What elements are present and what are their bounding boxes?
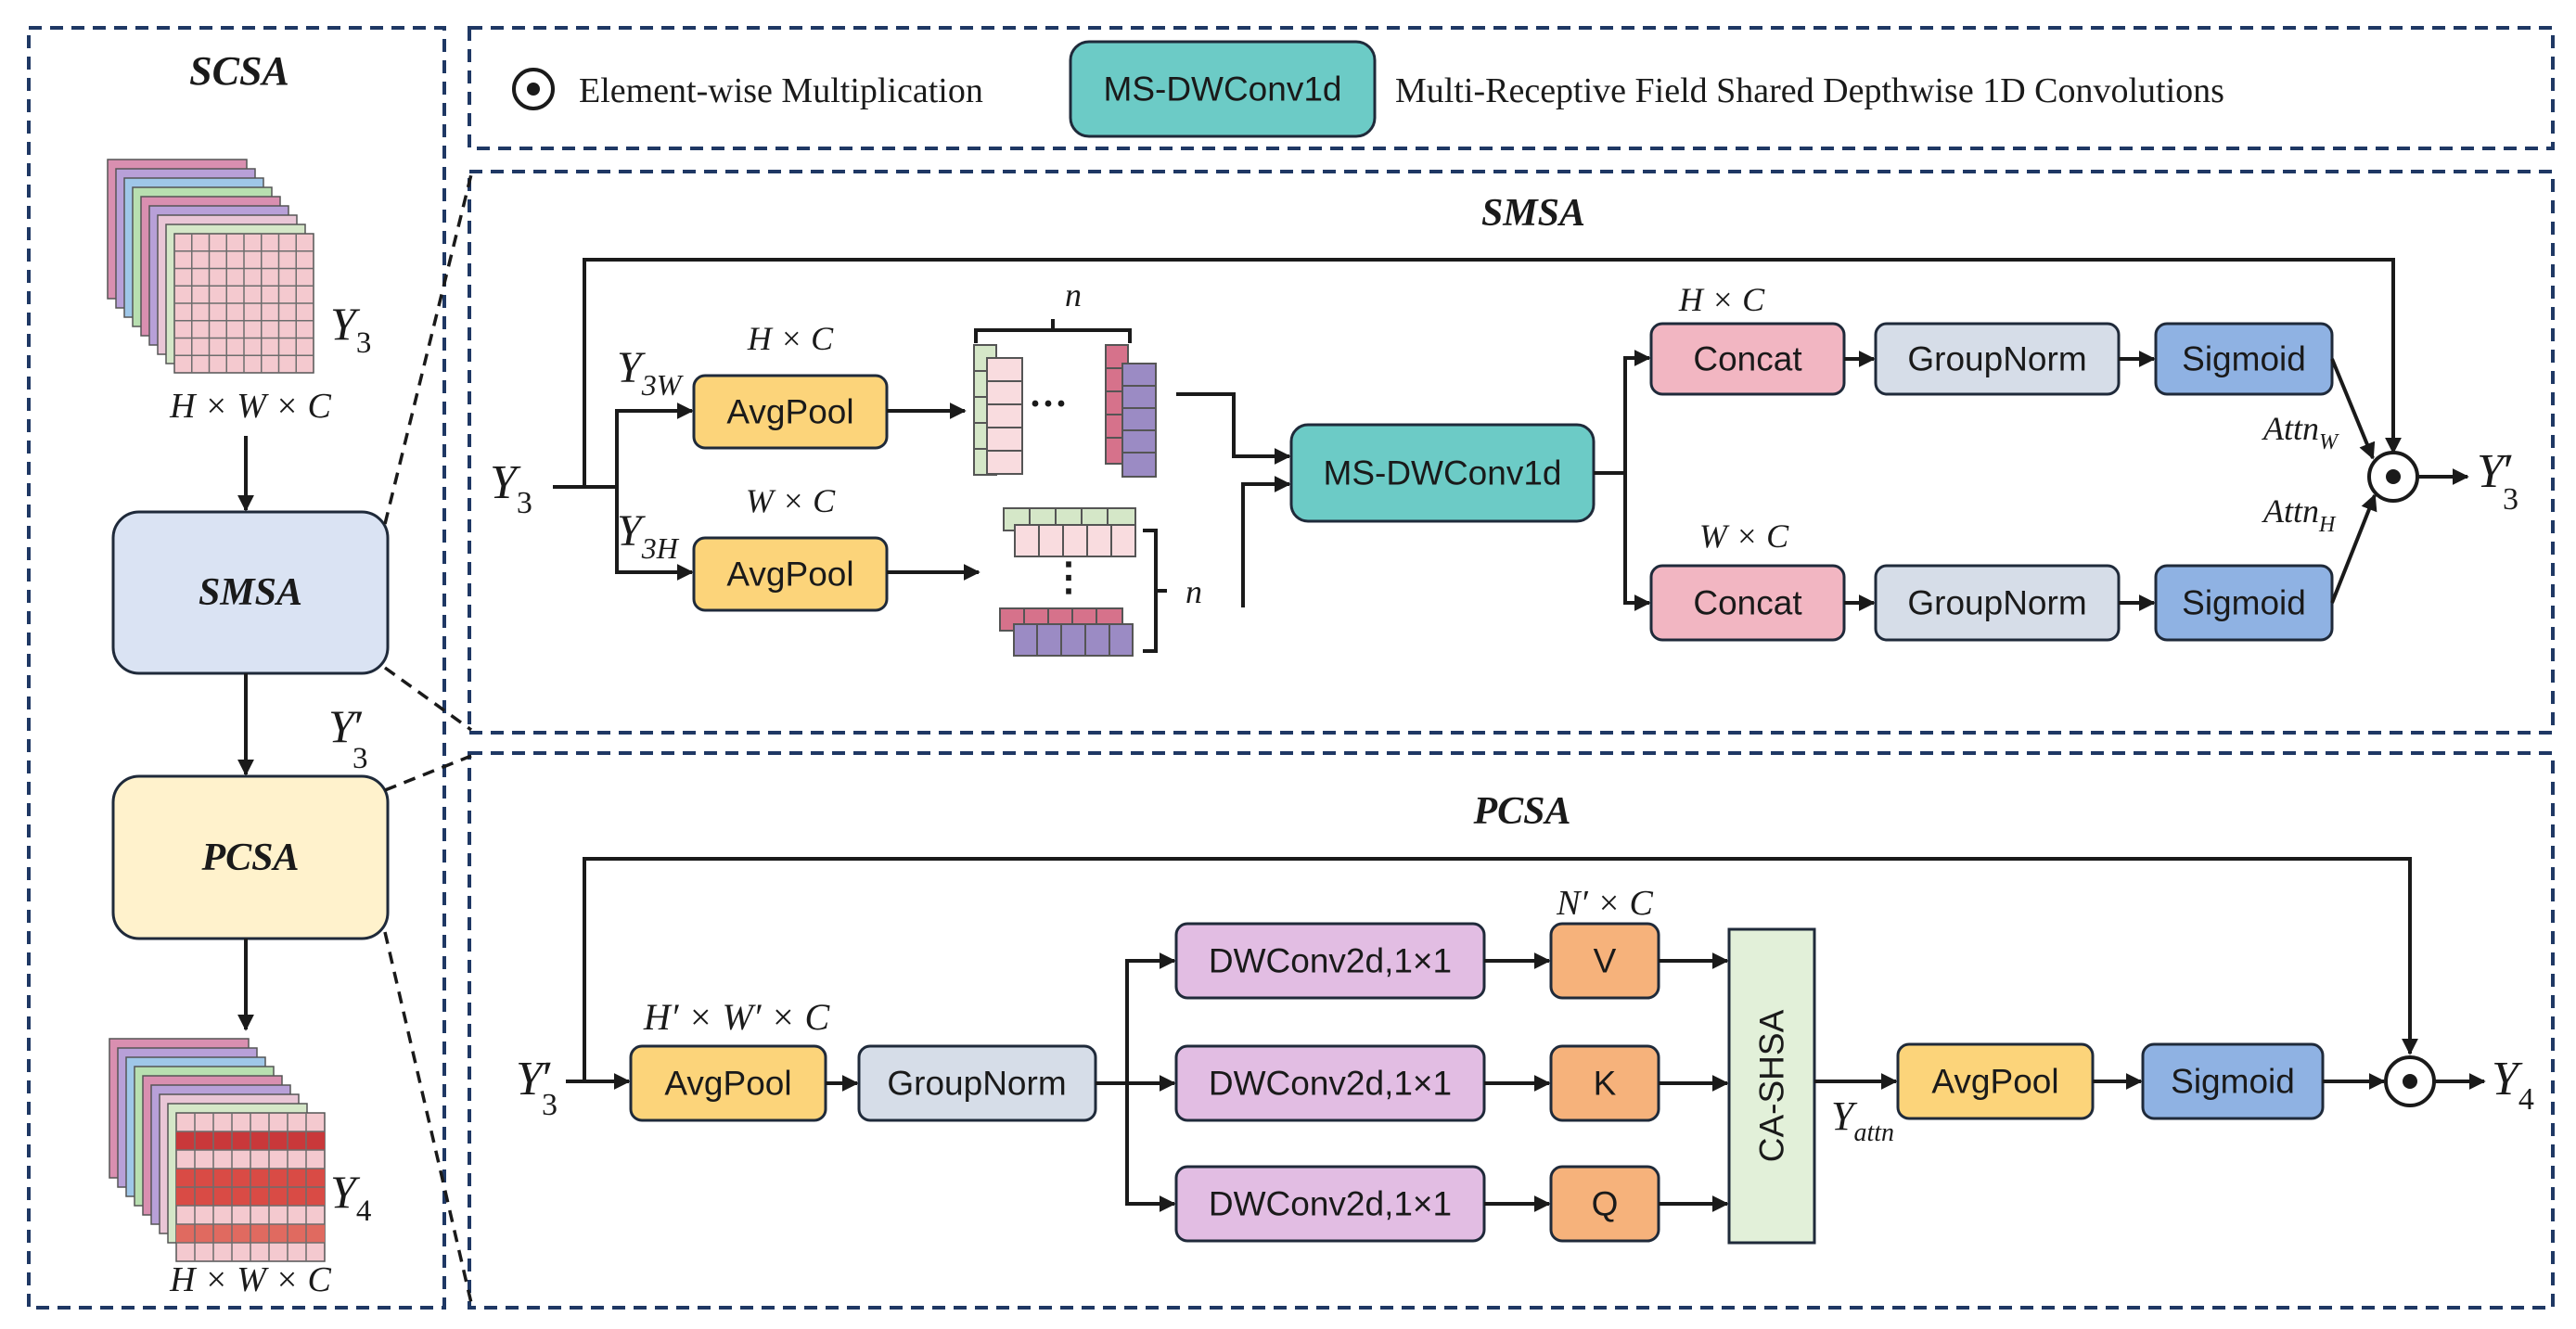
smsa-concat-dim-hc: H × C (1678, 281, 1765, 318)
smsa-concat-bottom-label: Concat (1693, 584, 1802, 622)
pcsa-cashsa-label: CA-SHSA (1753, 1009, 1791, 1162)
zoom-line-pcsa-bottom (383, 931, 473, 1304)
pcsa-dim-in: H′ × W′ × C (643, 996, 831, 1038)
legend-multiply-text: Element-wise Multiplication (579, 71, 983, 110)
smsa-panel: SMSA Y3 Y3W Y3H H × C AvgPool W × C AvgP… (490, 192, 2518, 657)
pcsa-multiply-icon-dot (2403, 1074, 2417, 1089)
pcsa-avgpool-out-label: AvgPool (1931, 1063, 2058, 1101)
smsa-brace-right (1143, 529, 1167, 653)
scsa-input-label: Y3 (330, 298, 371, 360)
smsa-branch-h-label: Y3H (617, 506, 680, 565)
smsa-hdots: ··· (1029, 383, 1068, 426)
smsa-dim-wc: W × C (746, 482, 836, 519)
smsa-groupnorm-top-label: GroupNorm (1907, 340, 2086, 378)
pcsa-sigmoid-label: Sigmoid (2171, 1063, 2295, 1101)
pcsa-k-label: K (1594, 1065, 1617, 1103)
output-feature-stack (109, 1038, 326, 1262)
pcsa-frame (468, 751, 2555, 1310)
scsa-panel: SCSA Y3 H × W × C SMSA Y′3 PCSA (107, 48, 390, 1299)
horizontal-vectors: ⋮ (999, 507, 1136, 657)
pcsa-avgpool-in-label: AvgPool (664, 1065, 791, 1103)
pcsa-dwconv-v-label: DWConv2d,1×1 (1209, 942, 1452, 980)
legend-conv-box-label: MS-DWConv1d (1104, 70, 1342, 109)
scsa-smsa-label: SMSA (199, 571, 302, 614)
legend-conv-box (1069, 40, 1377, 138)
multiply-icon-dot (527, 83, 540, 96)
smsa-attn-h: AttnH (2262, 492, 2337, 537)
scsa-output-dims: H × W × C (169, 1260, 331, 1299)
pcsa-title: PCSA (1472, 790, 1570, 833)
pcsa-dwconv-k-label: DWConv2d,1×1 (1209, 1065, 1452, 1103)
smsa-input-label: Y3 (490, 456, 532, 520)
smsa-concat-top-label: Concat (1693, 340, 1802, 378)
input-feature-stack (107, 159, 314, 374)
scsa-frame (27, 26, 446, 1310)
pcsa-groupnorm-label: GroupNorm (887, 1065, 1066, 1103)
smsa-branch-w-label: Y3W (617, 343, 685, 402)
scsa-pcsa-box (111, 774, 390, 940)
smsa-avgpool-w-label: AvgPool (726, 393, 853, 431)
pcsa-panel: PCSA Y′3 H′ × W′ × C AvgPool GroupNorm D… (516, 790, 2534, 1245)
pcsa-v-label: V (1594, 942, 1617, 980)
zoom-line-smsa-bottom (383, 666, 473, 732)
legend: Element-wise Multiplication MS-DWConv1d … (512, 40, 2224, 138)
pcsa-output-label: Y4 (2492, 1053, 2534, 1117)
pcsa-attn-label: Yattn (1831, 1093, 1894, 1147)
legend-frame (468, 26, 2555, 150)
pcsa-dim-n: N′ × C (1556, 884, 1653, 923)
pcsa-q-label: Q (1592, 1185, 1619, 1223)
smsa-multiply-icon-dot (2386, 469, 2401, 484)
scsa-input-dims: H × W × C (169, 387, 331, 426)
scsa-smsa-box (111, 510, 390, 675)
smsa-sigmoid-bottom-label: Sigmoid (2182, 584, 2306, 622)
zoom-line-pcsa-top (384, 754, 472, 792)
scsa-title: SCSA (189, 48, 289, 94)
scsa-pcsa-label: PCSA (200, 837, 299, 879)
smsa-ms-dwconv1d-label: MS-DWConv1d (1324, 454, 1562, 492)
smsa-attn-w: AttnW (2262, 410, 2339, 454)
pcsa-input-label: Y′3 (516, 1053, 557, 1122)
smsa-avgpool-h-label: AvgPool (726, 556, 853, 594)
smsa-n-right: n (1185, 573, 1202, 610)
smsa-dim-hc: H × C (747, 320, 834, 357)
pcsa-cashsa-box (1727, 927, 1816, 1245)
scsa-output-label: Y4 (330, 1166, 371, 1228)
smsa-n-top: n (1065, 276, 1082, 313)
vertical-vectors: ··· (973, 344, 1157, 478)
zoom-line-smsa-top (383, 173, 473, 525)
scsa-mid-label: Y′3 (328, 700, 368, 775)
smsa-concat-dim-wc: W × C (1699, 518, 1789, 555)
legend-conv-text: Multi-Receptive Field Shared Depthwise 1… (1395, 71, 2224, 110)
pcsa-dwconv-q-label: DWConv2d,1×1 (1209, 1185, 1452, 1223)
smsa-sigmoid-top-label: Sigmoid (2182, 340, 2306, 378)
smsa-vdots: ⋮ (1049, 556, 1088, 599)
smsa-output-label: Y′3 (2477, 445, 2518, 517)
smsa-title: SMSA (1481, 192, 1585, 235)
smsa-brace-top (974, 319, 1132, 343)
smsa-groupnorm-bottom-label: GroupNorm (1907, 584, 2086, 622)
